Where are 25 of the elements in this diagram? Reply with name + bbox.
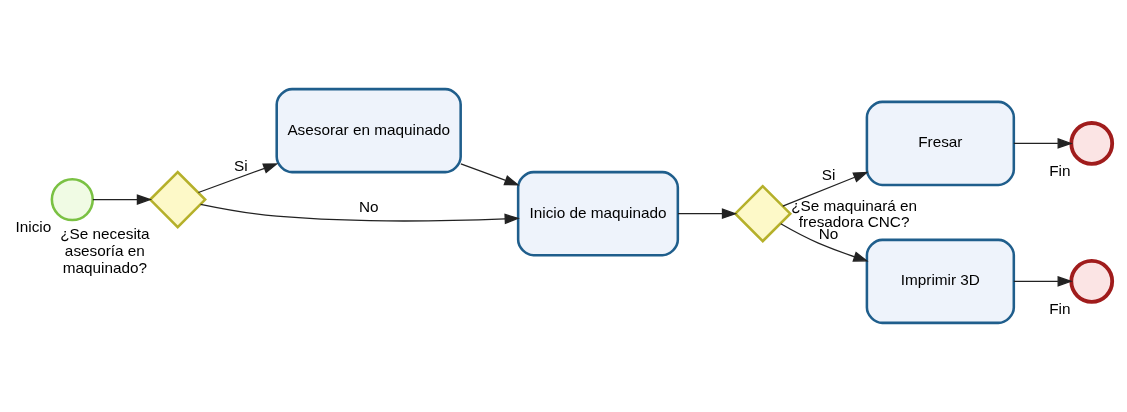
edge-label: Si (234, 157, 248, 174)
arrow (782, 171, 869, 207)
arrow (199, 203, 520, 225)
node-diamond (733, 184, 793, 243)
node-box: Inicio de maquinado (516, 170, 680, 257)
arrow (780, 223, 869, 262)
node-label: Fin (1049, 162, 1071, 180)
edge-label: No (358, 197, 379, 215)
node-circle (1069, 259, 1115, 304)
node-box: Fresar (865, 100, 1016, 187)
node-label: Inicio (15, 218, 52, 236)
node-label: Fin (1049, 300, 1071, 318)
node-box: Asesorar en maquinado (275, 87, 462, 174)
arrow (197, 163, 279, 194)
arrow (92, 194, 153, 205)
edge-label: Si (821, 165, 836, 183)
arrow (1013, 276, 1073, 287)
node-circle (1069, 121, 1115, 166)
node-box: Imprimir 3D (865, 238, 1016, 325)
arrow (677, 208, 738, 220)
arrow (1013, 138, 1073, 149)
node-label: ¿Se necesita asesoría en maquinado? (60, 225, 150, 276)
node-diamond (148, 170, 207, 229)
arrow (460, 163, 520, 186)
node-circle (50, 177, 95, 222)
